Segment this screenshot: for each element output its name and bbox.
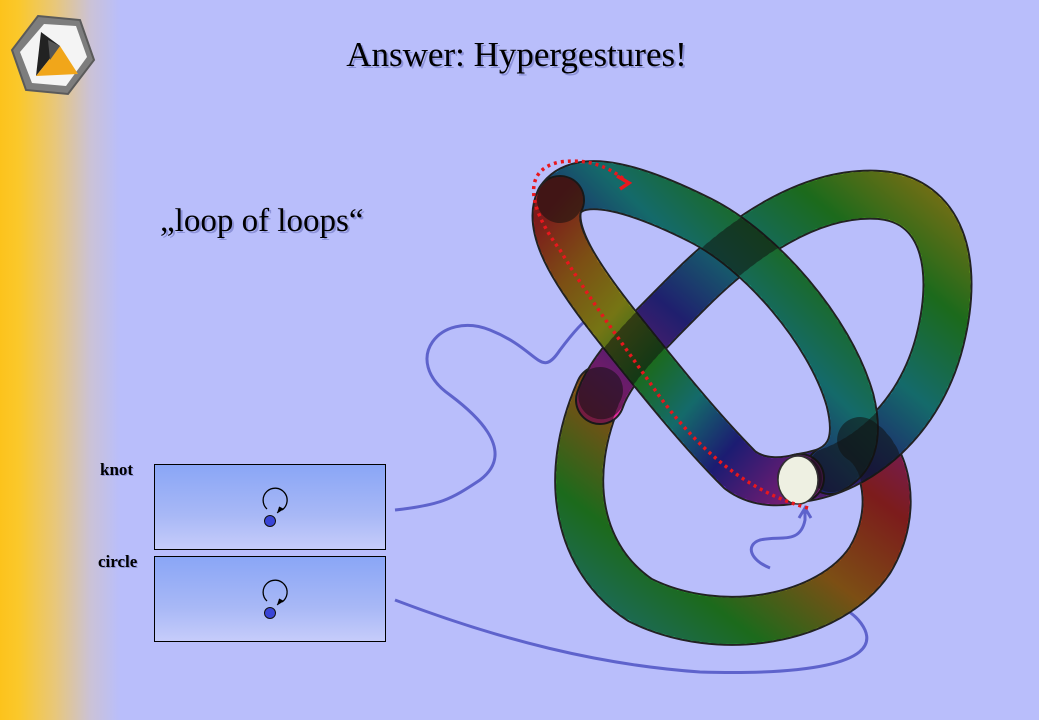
knot-tube [531, 160, 973, 646]
rotation-gesture-icon [262, 579, 288, 619]
gesture-label-circle: circle [98, 552, 138, 571]
mapping-curve-short [749, 510, 807, 570]
gesture-panel-knot[interactable] [154, 464, 386, 550]
slide-title: Answer: Hypergestures! [346, 35, 687, 74]
tube-end-cap [777, 455, 819, 505]
rotation-gesture-icon [262, 487, 288, 527]
dotted-path-arrow [532, 159, 809, 510]
gesture-label-knot: knot [100, 460, 134, 479]
sidebar-gradient [0, 0, 120, 720]
mapping-curve-circle [394, 598, 869, 674]
mapping-curve-knot [394, 316, 591, 512]
gesture-panel-circle[interactable] [154, 556, 386, 642]
slide-subtitle: „loop of loops“ [160, 203, 364, 239]
triangle-logo-icon [10, 14, 96, 96]
gesture-dot-icon [264, 515, 276, 527]
gesture-dot-icon [264, 607, 276, 619]
